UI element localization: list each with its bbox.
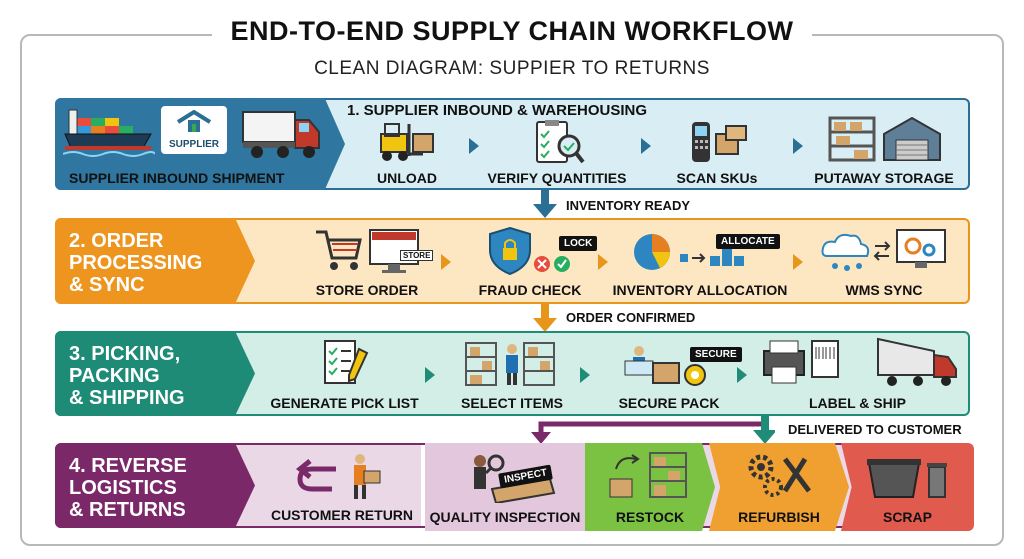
- step-verify-quantities: VERIFY QUANTITIES: [482, 120, 632, 190]
- packing-tape-icon: [624, 346, 706, 386]
- supplier-inbound-shipment-label: SUPPLIER INBOUND SHIPMENT: [69, 170, 285, 186]
- down-arrow-icon: [533, 190, 557, 218]
- clipboard-check-icon: [536, 120, 585, 164]
- step-refurbish: REFURBISH: [709, 443, 849, 531]
- step-customer-return: CUSTOMER RETURN: [262, 451, 422, 527]
- step-unload: UNLOAD: [347, 120, 467, 190]
- step-generate-pick-list: GENERATE PICK LIST: [262, 339, 427, 415]
- shopping-cart-icon: [316, 229, 419, 273]
- step-label: VERIFY QUANTITIES: [487, 170, 627, 186]
- step-label: STORE ORDER: [315, 282, 419, 298]
- step-label: PUTAWAY STORAGE: [814, 170, 954, 186]
- step-wms-sync: WMS SYNC: [809, 226, 959, 302]
- cargo-ship-icon: [63, 109, 155, 157]
- printer-truck-icon: [762, 337, 957, 386]
- return-package-icon: [295, 454, 381, 499]
- step-label-and-ship: LABEL & SHIP: [750, 337, 965, 415]
- step-quality-inspection: INSPECT QUALITY INSPECTION: [425, 443, 585, 531]
- step-label: SCRAP: [882, 509, 932, 525]
- forklift-icon: [380, 123, 434, 161]
- step-store-order: STORE STORE ORDER: [272, 226, 462, 302]
- store-sign: STORE: [400, 250, 434, 261]
- warehouse-picker-icon: [465, 342, 555, 386]
- arrow-icon: [580, 367, 590, 383]
- arrow-icon: [793, 138, 803, 154]
- lane1-heading: 1. SUPPLIER INBOUND & WAREHOUSING: [347, 102, 648, 119]
- lane-supplier-inbound: SUPPLIER SUPPLIER INBOUND SHIPMENT 1. SU…: [55, 98, 970, 190]
- arrow-icon: [737, 367, 747, 383]
- step-restock: RESTOCK: [585, 443, 715, 531]
- warehouse-icon: [828, 116, 941, 162]
- step-secure-pack: SECURE SECURE PACK: [594, 339, 744, 415]
- step-select-items: SELECT ITEMS: [437, 339, 587, 415]
- connector-order-confirmed: ORDER CONFIRMED: [566, 310, 696, 325]
- connector-delivered-to-customer: DELIVERED TO CUSTOMER: [788, 422, 962, 437]
- restock-shelf-icon: [609, 452, 687, 498]
- truck-icon: [242, 111, 320, 158]
- step-scan-skus: SCAN SKUs: [657, 120, 777, 190]
- lane-picking-packing-shipping: 3. PICKING,PACKING& SHIPPING GENERATE PI…: [55, 331, 970, 416]
- arrow-icon: [469, 138, 479, 154]
- step-label: CUSTOMER RETURN: [270, 507, 414, 523]
- connector-inventory-ready: INVENTORY READY: [566, 198, 691, 213]
- arrow-icon: [441, 254, 451, 270]
- lock-tag: LOCK: [559, 236, 598, 251]
- inspector-icon: [474, 454, 556, 505]
- dumpster-icon: [866, 459, 947, 498]
- allocate-tag: ALLOCATE: [716, 234, 780, 249]
- step-label: INVENTORY ALLOCATION: [612, 282, 788, 298]
- lane3-heading: 3. PICKING,PACKING& SHIPPING: [55, 331, 255, 416]
- arrow-icon: [641, 138, 651, 154]
- step-label: LABEL & SHIP: [809, 395, 906, 411]
- cloud-sync-icon: [821, 229, 946, 271]
- step-label: SECURE PACK: [618, 395, 720, 411]
- step-scrap: SCRAP: [841, 443, 974, 531]
- supplier-logo: SUPPLIER: [161, 106, 227, 154]
- gears-tools-icon: [748, 454, 811, 497]
- step-label: UNLOAD: [377, 170, 437, 186]
- arrow-icon: [425, 367, 435, 383]
- return-loop-arrow-icon: [531, 416, 775, 444]
- barcode-scanner-icon: [692, 122, 747, 162]
- step-label: FRAUD CHECK: [478, 282, 582, 298]
- step-label: SELECT ITEMS: [461, 395, 563, 411]
- supplier-inbound-shipment-panel: SUPPLIER SUPPLIER INBOUND SHIPMENT: [55, 98, 345, 190]
- page-subtitle: CLEAN DIAGRAM: SUPPIER TO RETURNS: [314, 58, 710, 79]
- step-label: QUALITY INSPECTION: [429, 509, 581, 525]
- step-label: SCAN SKUs: [676, 170, 758, 186]
- arrow-icon: [598, 254, 608, 270]
- secure-tag: SECURE: [690, 347, 742, 362]
- checklist-pencil-icon: [323, 340, 368, 384]
- supplier-logo-icon: [176, 109, 212, 132]
- shield-lock-icon: [489, 226, 570, 276]
- arrow-icon: [793, 254, 803, 270]
- step-inventory-allocation: ALLOCATE INVENTORY ALLOCATION: [610, 226, 790, 302]
- step-label: REFURBISH: [738, 509, 820, 525]
- step-label: GENERATE PICK LIST: [270, 395, 419, 411]
- step-putaway-storage: PUTAWAY STORAGE: [809, 112, 959, 190]
- down-arrow-icon: [533, 304, 557, 332]
- pie-allocation-icon: [634, 234, 744, 270]
- step-fraud-check: LOCK FRAUD CHECK: [455, 226, 605, 302]
- step-label: WMS SYNC: [845, 282, 923, 298]
- step-label: RESTOCK: [615, 509, 685, 525]
- page-title: END-TO-END SUPPLY CHAIN WORKFLOW: [0, 16, 1024, 47]
